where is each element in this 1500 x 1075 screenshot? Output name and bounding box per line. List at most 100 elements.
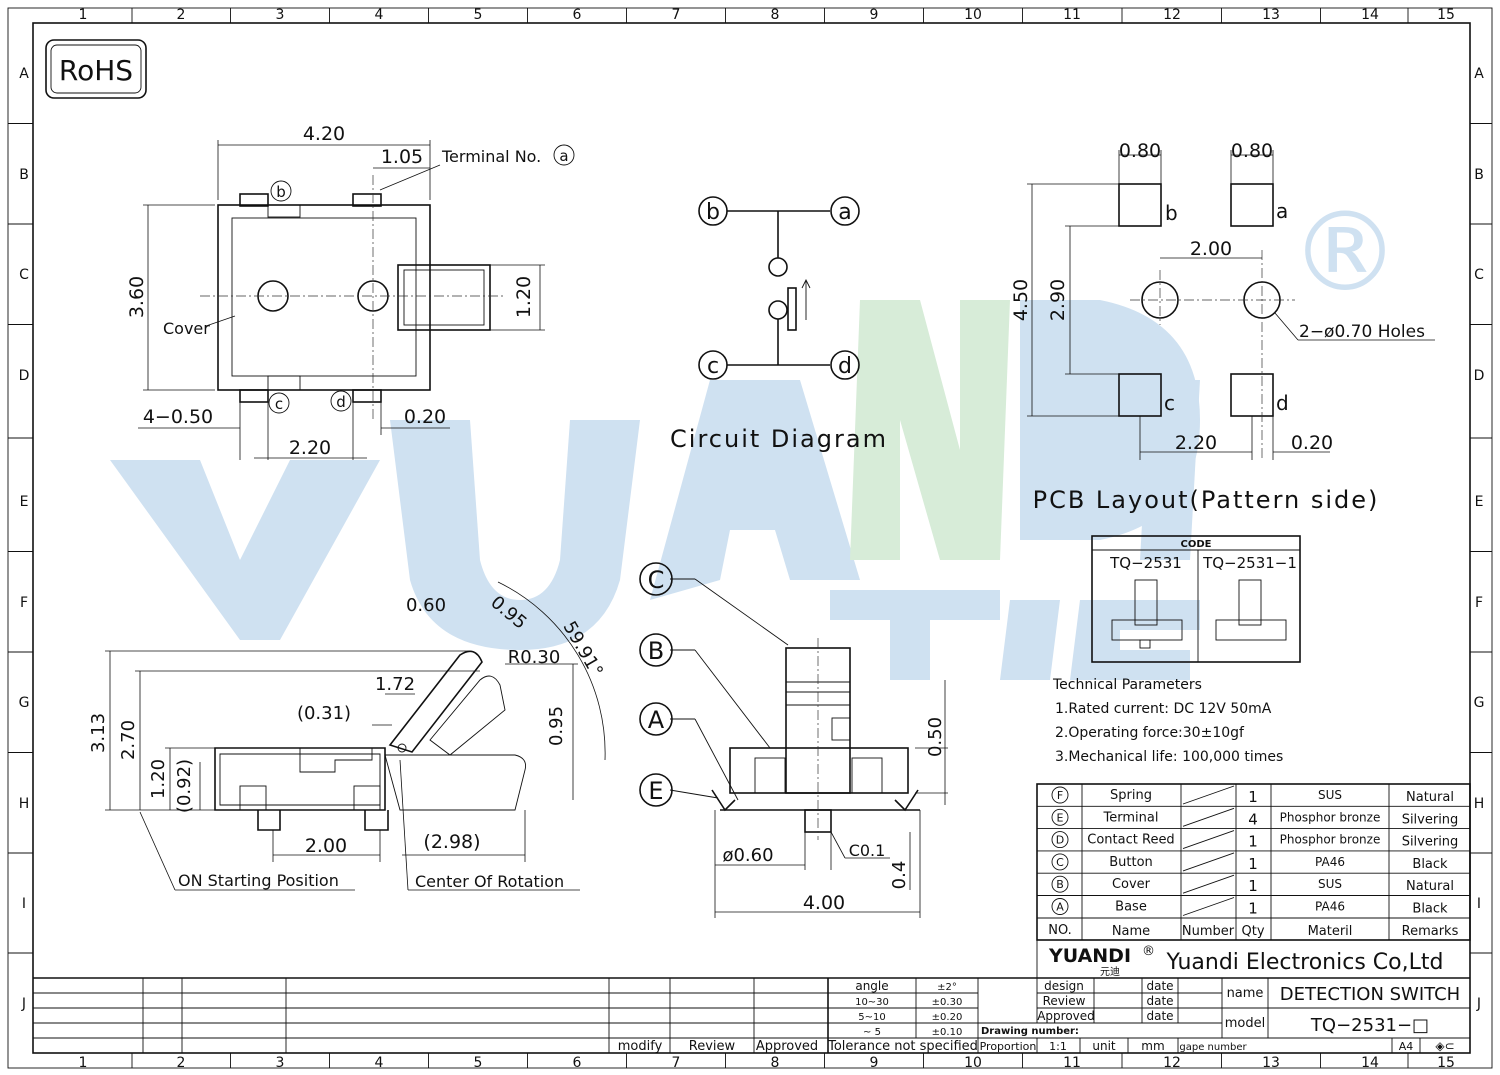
tb-gape-number: gape number [1179, 1042, 1247, 1053]
side-dim-2-70: 2.70 [118, 720, 139, 760]
circuit-node-d: d [838, 354, 852, 379]
frame-col-bottom: 15 [1437, 1055, 1455, 1071]
frame-row-left: H [19, 796, 30, 812]
pin-b-label: b [276, 183, 286, 201]
code-header: CODE [1181, 539, 1212, 550]
pcb-pad-c: c [1164, 391, 1175, 415]
bom-qty: 1 [1248, 900, 1258, 918]
watermark: ® [110, 188, 1400, 680]
top-view: 4.20 1.05 3.60 1.20 4−0.50 0.20 2.20 Ter… [126, 123, 575, 460]
frame-row-left: D [19, 368, 30, 384]
pcb-pad-b: b [1165, 201, 1178, 225]
dim-4-20: 4.20 [303, 123, 345, 145]
tb-unit: unit [1092, 1039, 1116, 1053]
bom-qty: 1 [1248, 833, 1258, 851]
tolerance-value: ±0.10 [932, 1027, 963, 1038]
tech-item-3: 3.Mechanical life: 100,000 times [1055, 749, 1283, 765]
bom-name: Base [1115, 900, 1147, 915]
dim-0-20: 0.20 [404, 406, 446, 428]
bom-remarks: Black [1412, 902, 1448, 917]
bom-material: Phosphor bronze [1280, 810, 1381, 824]
frame-row-right: J [1476, 996, 1481, 1012]
terminal-mark: a [559, 147, 568, 165]
frame-col-top: 3 [276, 7, 285, 23]
pin-c-label: c [275, 395, 283, 413]
frame-col-top: 13 [1262, 7, 1280, 23]
frame-row-right: E [1475, 494, 1484, 510]
tb-size: A4 [1399, 1040, 1414, 1053]
tb-name-value: DETECTION SWITCH [1280, 984, 1460, 1005]
logo-sub: 元迪 [1100, 966, 1120, 978]
rev-modify: modify [618, 1039, 663, 1054]
side-dim-r0-30: R0.30 [508, 647, 561, 668]
bom-qty: 1 [1248, 788, 1258, 806]
frame-col-bottom: 6 [573, 1055, 582, 1071]
bom-header-no: NO. [1048, 923, 1072, 938]
circuit-node-b: b [706, 200, 720, 225]
bom-no: C [1056, 856, 1064, 869]
tolerance-range: ~ 5 [863, 1027, 881, 1038]
dim-1-05: 1.05 [381, 146, 423, 168]
pcb-holes-label: 2−ø0.70 Holes [1299, 322, 1425, 342]
frame-col-bottom: 8 [771, 1055, 780, 1071]
projection-icon: ◈⊂ [1435, 1039, 1454, 1053]
tolerance-range: 5~10 [858, 1012, 885, 1023]
frame-row-left: F [20, 595, 28, 611]
tolerance-value: ±0.20 [932, 1012, 963, 1023]
bom-name: Button [1109, 855, 1153, 870]
frame-row-right: B [1474, 167, 1484, 183]
frame-col-top: 11 [1063, 7, 1081, 23]
drawing-frame: 1122334455667788991010111112121313141415… [7, 7, 1493, 1071]
frame-col-top: 9 [870, 7, 879, 23]
pcb-dim-4-50: 4.50 [1010, 279, 1032, 321]
tb-model-value: TQ−2531−□ [1310, 1015, 1429, 1036]
frame-col-top: 14 [1361, 7, 1379, 23]
bom-material: PA46 [1315, 855, 1345, 869]
frame-col-bottom: 13 [1262, 1055, 1280, 1071]
frame-row-left: I [22, 896, 26, 912]
code-1: TQ−2531 [1109, 554, 1182, 572]
bom-no: A [1056, 901, 1064, 914]
tb-name-label: name [1227, 986, 1264, 1001]
tech-params: Technical Parameters 1.Rated current: DC… [1052, 677, 1283, 765]
frame-row-right: H [1474, 796, 1485, 812]
bom-remarks: Natural [1406, 790, 1454, 805]
bom-material: PA46 [1315, 900, 1345, 914]
frame-row-left: G [19, 695, 30, 711]
frame-col-top: 12 [1163, 7, 1181, 23]
dim-2-20: 2.20 [289, 437, 331, 459]
side-dim-1-72: 1.72 [375, 674, 415, 695]
frame-col-bottom: 12 [1163, 1055, 1181, 1071]
frame-row-right: G [1474, 695, 1485, 711]
bom-material: SUS [1318, 788, 1342, 802]
frame-col-top: 10 [964, 7, 982, 23]
code-2: TQ−2531−1 [1202, 554, 1297, 572]
company-name: Yuandi Electronics Co,Ltd [1166, 950, 1444, 975]
rohs-badge: RoHS [45, 39, 147, 99]
frame-row-left: C [19, 267, 29, 283]
rohs-text: RoHS [59, 54, 133, 87]
circuit-title: Circuit Diagram [670, 425, 888, 453]
side-dim-3-13: 3.13 [88, 713, 109, 753]
frame-col-top: 8 [771, 7, 780, 23]
code-box: CODE TQ−2531 TQ−2531−1 [1091, 535, 1301, 663]
tb-date-2: date [1146, 994, 1173, 1008]
pin-d-label: d [336, 393, 346, 411]
frame-col-bottom: 5 [474, 1055, 483, 1071]
bom-header-remarks: Remarks [1402, 924, 1459, 939]
circuit-node-c: c [707, 354, 719, 379]
bom-name: Spring [1110, 788, 1152, 803]
frame-col-bottom: 1 [79, 1055, 88, 1071]
front-dim-0-60: ø0.60 [722, 845, 773, 866]
dim-3-60: 3.60 [126, 276, 148, 318]
bom-remarks: Silvering [1402, 835, 1459, 850]
tb-model-label: model [1225, 1016, 1265, 1031]
part-e-label: E [648, 777, 663, 805]
logo-text: YUANDI [1048, 945, 1131, 967]
tolerance-value: ±0.30 [932, 997, 963, 1008]
frame-row-right: C [1474, 267, 1484, 283]
frame-col-top: 4 [375, 7, 384, 23]
tolerance-range: 10~30 [855, 997, 889, 1008]
frame-col-bottom: 2 [177, 1055, 186, 1071]
